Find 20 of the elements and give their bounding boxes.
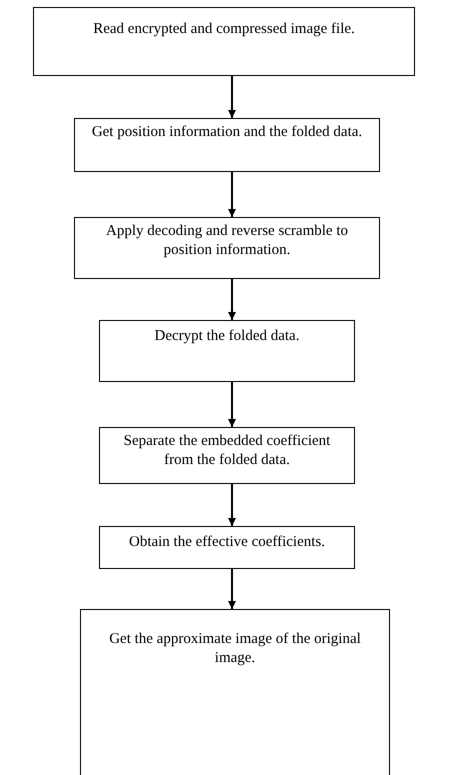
arrow	[228, 382, 236, 427]
step-text: Decrypt the folded data.	[154, 327, 300, 346]
process-box	[99, 427, 355, 484]
step-text: Separate the embedded coefficient from the folded data.	[122, 432, 332, 470]
process-box	[33, 7, 415, 76]
process-box	[74, 118, 380, 172]
arrow	[228, 569, 236, 609]
step-text: Obtain the effective coefficients.	[128, 533, 326, 552]
arrow	[228, 279, 236, 320]
step-text: Get the approximate image of the original image.	[108, 630, 362, 668]
step-text: Read encrypted and compressed image file.	[93, 20, 355, 39]
step-text: Apply decoding and reverse scramble to position information.	[105, 222, 349, 260]
arrow	[228, 76, 236, 118]
process-box	[99, 526, 355, 569]
process-box	[99, 320, 355, 382]
step-text: Get position information and the folded data.	[92, 123, 362, 142]
process-box	[74, 217, 380, 279]
arrow	[228, 172, 236, 217]
arrow	[228, 484, 236, 526]
process-box	[80, 609, 390, 775]
